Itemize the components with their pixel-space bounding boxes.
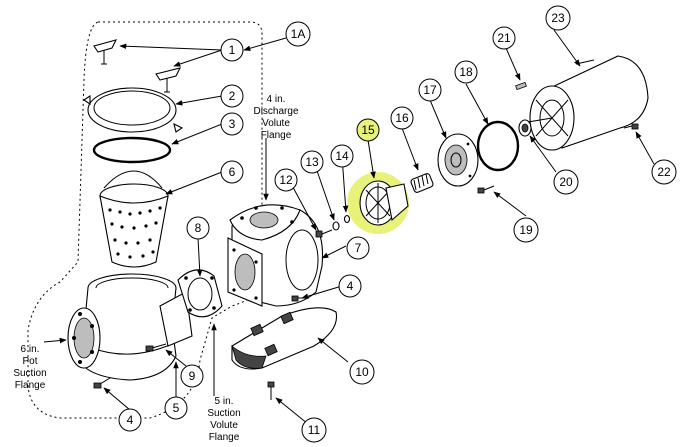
- callout-2: 2: [220, 84, 244, 108]
- svg-text:23: 23: [551, 11, 565, 25]
- callout-17: 17: [418, 78, 442, 102]
- svg-text:Flange: Flange: [15, 380, 46, 391]
- svg-text:1A: 1A: [291, 27, 306, 41]
- callout-layer: 1 1A 2 3 4 4 5 6 7 8 9 10 11 12 13 14 15…: [118, 5, 677, 443]
- svg-text:1: 1: [229, 43, 236, 57]
- callout-19: 19: [513, 217, 539, 243]
- svg-text:Flange: Flange: [209, 432, 240, 443]
- callout-12: 12: [274, 168, 298, 192]
- callout-3: 3: [220, 112, 244, 136]
- callout-22: 22: [651, 159, 677, 185]
- svg-text:4: 4: [127, 413, 134, 427]
- svg-text:10: 10: [355, 365, 369, 379]
- callout-15: 15: [356, 118, 380, 142]
- svg-text:Suction: Suction: [207, 408, 240, 419]
- svg-text:4: 4: [347, 279, 354, 293]
- svg-text:14: 14: [335, 149, 349, 163]
- impeller-part: [347, 172, 409, 234]
- callout-21: 21: [492, 26, 516, 50]
- seal-plate-o-ring-part: [476, 120, 520, 172]
- callout-14: 14: [330, 144, 354, 168]
- lid-o-ring-part: [92, 136, 172, 164]
- svg-text:15: 15: [361, 123, 375, 137]
- svg-text:11: 11: [308, 423, 321, 437]
- callout-10: 10: [349, 359, 375, 385]
- callout-23: 23: [545, 5, 571, 31]
- svg-text:5 in.: 5 in.: [215, 396, 234, 407]
- svg-text:2: 2: [229, 89, 236, 103]
- svg-text:19: 19: [519, 223, 533, 237]
- lid-knob-part: [93, 39, 182, 93]
- callout-13: 13: [300, 150, 324, 174]
- callout-5: 5: [164, 396, 188, 420]
- svg-text:Pot: Pot: [22, 356, 37, 367]
- callout-4-lower: 4: [118, 408, 142, 432]
- svg-text:18: 18: [459, 65, 473, 79]
- svg-text:4 in.: 4 in.: [267, 94, 286, 105]
- callout-20: 20: [553, 169, 579, 195]
- callout-1: 1: [220, 38, 244, 62]
- flange-gasket-part: [177, 269, 223, 318]
- svg-text:17: 17: [423, 83, 437, 97]
- leader-lines: [43, 29, 655, 425]
- callout-18: 18: [454, 60, 478, 84]
- svg-text:13: 13: [305, 155, 319, 169]
- svg-text:Discharge: Discharge: [253, 106, 298, 117]
- base-bolts: [267, 295, 304, 400]
- impeller-bolt-stack: [315, 214, 351, 238]
- svg-text:6: 6: [229, 165, 236, 179]
- svg-text:3: 3: [229, 117, 236, 131]
- volute-part: [227, 204, 324, 307]
- callout-6: 6: [220, 160, 244, 184]
- svg-text:21: 21: [497, 31, 511, 45]
- callout-1a: 1A: [285, 21, 311, 47]
- motor-bolt: [623, 123, 639, 130]
- svg-text:7: 7: [355, 241, 362, 255]
- basket-holes: [108, 206, 162, 259]
- strainer-pot-part: [67, 273, 193, 381]
- svg-text:9: 9: [189, 369, 196, 383]
- svg-text:5: 5: [173, 401, 180, 415]
- callout-4-right: 4: [338, 274, 362, 298]
- callout-11: 11: [301, 417, 327, 443]
- callout-16: 16: [390, 106, 414, 130]
- strainer-basket-part: [99, 170, 169, 268]
- motor-part: [527, 55, 649, 151]
- seal-plate-part: [437, 133, 479, 187]
- svg-text:Suction: Suction: [13, 368, 46, 379]
- svg-text:6 in.: 6 in.: [21, 344, 40, 355]
- water-slinger-part: [518, 119, 532, 137]
- svg-text:20: 20: [559, 175, 573, 189]
- pot-suction-flange-caption: 6 in. Pot Suction Flange: [13, 344, 46, 391]
- svg-text:22: 22: [657, 165, 671, 179]
- volute-suction-flange-caption: 5 in. Suction Volute Flange: [207, 396, 240, 443]
- seal-plate-bolt: [477, 185, 495, 194]
- svg-text:16: 16: [395, 111, 409, 125]
- callout-8: 8: [186, 216, 210, 240]
- svg-text:Flange: Flange: [261, 130, 292, 141]
- callout-9: 9: [180, 364, 204, 388]
- pot-bolts: [93, 343, 167, 389]
- callout-7: 7: [346, 236, 370, 260]
- svg-text:8: 8: [195, 221, 202, 235]
- pump-base-part: [231, 307, 338, 370]
- seal-spring-part: [410, 173, 434, 193]
- svg-text:12: 12: [279, 173, 293, 187]
- svg-text:Volute: Volute: [210, 420, 238, 431]
- discharge-flange-caption: 4 in. Discharge Volute Flange: [253, 94, 298, 141]
- motor-pin-part: [515, 81, 527, 91]
- strainer-lid-part: [83, 87, 184, 133]
- svg-text:Volute: Volute: [262, 118, 290, 129]
